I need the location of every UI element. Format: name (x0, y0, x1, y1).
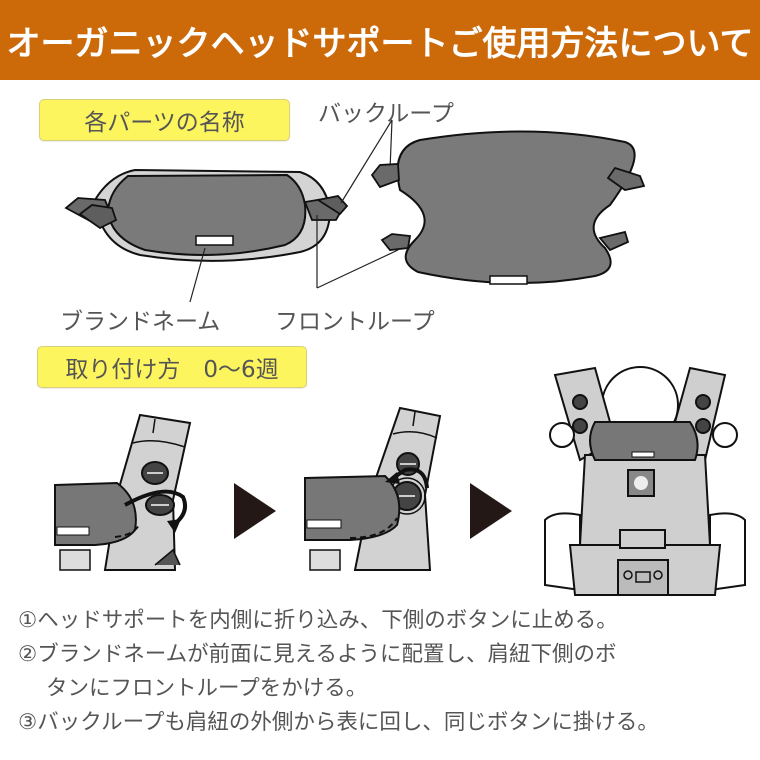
next-step-arrow-2 (470, 483, 512, 539)
page-title: オーガニックヘッドサポートご使用方法について (6, 23, 754, 64)
instruction-step-2: ②ブランドネームが前面に見えるように配置し、肩紐下側のボ (18, 642, 617, 667)
parts-section-label: 各パーツの名称 (39, 99, 290, 141)
step-1-illustration (54, 413, 192, 571)
next-step-arrow-1 (234, 483, 276, 539)
brand-tag-small (195, 235, 234, 246)
folded-head-support-illustration (64, 119, 646, 303)
instructions-list: ①ヘッドサポートを内側に折り込み、下側のボタンに止める。 ②ブランドネームが前面… (18, 604, 758, 740)
brand-tag-large (489, 275, 528, 285)
brand-name-callout: ブランドネーム (60, 309, 221, 335)
step-3-carrier-illustration (544, 366, 746, 596)
instruction-step-2-continued: タンにフロントループをかける。 (46, 676, 368, 701)
install-section-label: 取り付け方 0〜6週 (37, 346, 307, 388)
step-2-illustration (304, 406, 442, 571)
back-loop-callout: バックループ (318, 101, 454, 127)
page-header: オーガニックヘッドサポートご使用方法について (0, 0, 760, 80)
instruction-step-3: ③バックループも肩紐の外側から表に回し、同じボタンに掛ける。 (18, 710, 659, 735)
front-loop-callout: フロントループ (275, 309, 435, 335)
instruction-step-1: ①ヘッドサポートを内側に折り込み、下側のボタンに止める。 (18, 608, 618, 633)
